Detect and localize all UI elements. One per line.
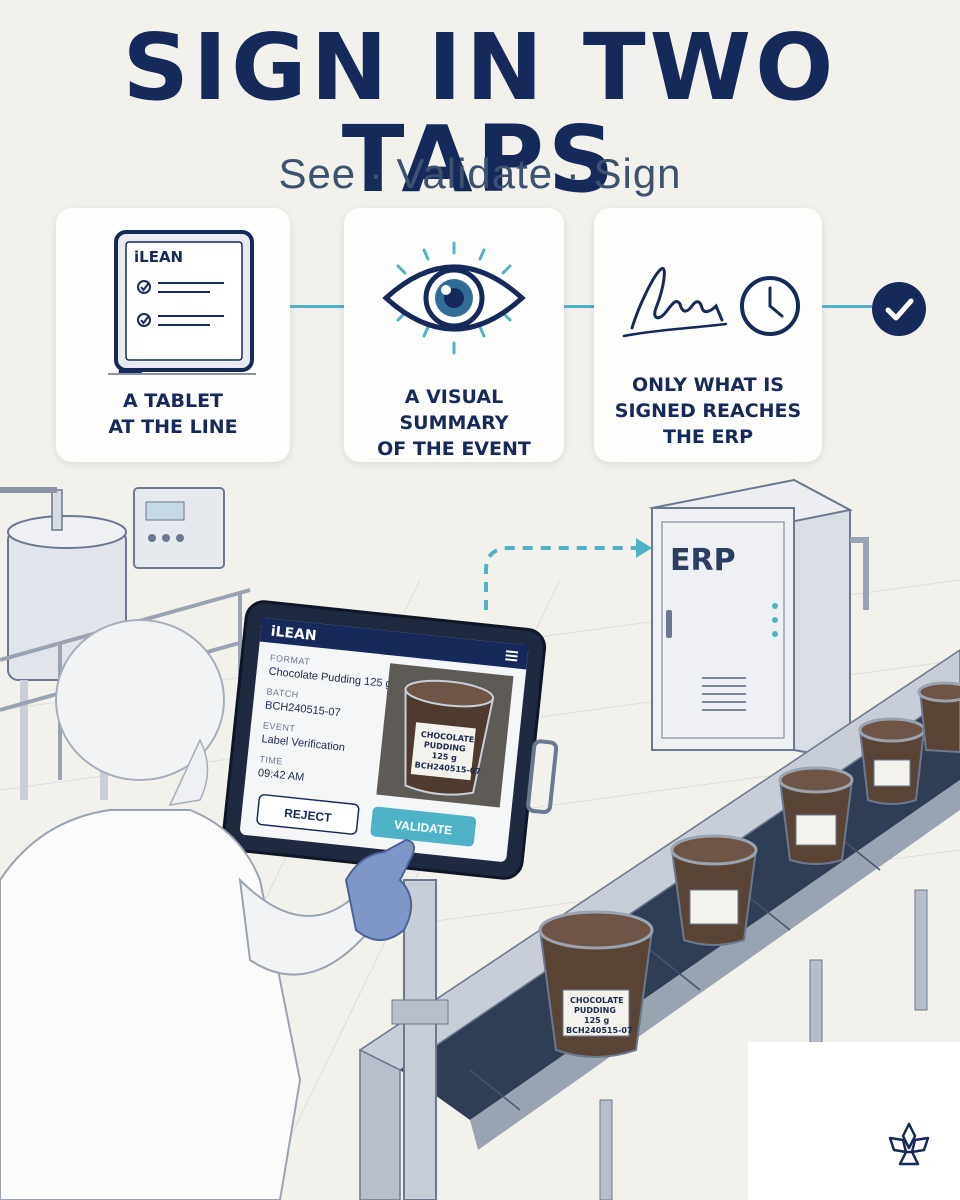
gloved-hand bbox=[344, 838, 415, 941]
step-caption-signature: ONLY WHAT IS SIGNED REACHES THE ERP bbox=[614, 374, 802, 448]
photo-label-line3: 125 g bbox=[431, 751, 457, 763]
step-card-signature: ONLY WHAT IS SIGNED REACHES THE ERP bbox=[594, 208, 822, 462]
pudding-cup bbox=[917, 681, 960, 754]
operator bbox=[0, 619, 415, 1200]
cup-label-code: BCH240515-07 bbox=[566, 1026, 633, 1035]
subhead: See · Validate · Sign bbox=[278, 150, 682, 197]
step-card-eye: A VISUAL SUMMARY OF THE EVENT bbox=[344, 208, 564, 462]
photo-label-line2: PUDDING bbox=[423, 740, 466, 753]
event-label: EVENT bbox=[262, 720, 295, 733]
card-tablet-brand: iLEAN bbox=[134, 248, 183, 266]
pudding-cup: CHOCOLATE PUDDING 125 g BCH240515-07 bbox=[538, 910, 654, 1058]
step-caption-eye: A VISUAL SUMMARY OF THE EVENT bbox=[377, 386, 531, 460]
connector-line bbox=[822, 305, 872, 308]
time-value: 09:42 AM bbox=[257, 767, 304, 784]
format-label: FORMAT bbox=[270, 653, 311, 667]
step-card-tablet: iLEAN A TABLET AT THE LINE bbox=[56, 208, 290, 462]
tablet-brand: iLEAN bbox=[270, 624, 317, 645]
pudding-cup bbox=[858, 717, 926, 805]
reject-button-label: REJECT bbox=[284, 806, 333, 825]
signature-clock-icon bbox=[622, 267, 800, 338]
reject-button[interactable]: REJECT bbox=[256, 794, 360, 835]
step-caption-tablet: A TABLET AT THE LINE bbox=[108, 390, 238, 438]
validate-button[interactable]: VALIDATE bbox=[370, 806, 477, 847]
tablet-device: iLEAN FORMAT Chocolate Pudding 125 g BAT… bbox=[222, 600, 559, 880]
brand-logo-icon bbox=[888, 1122, 930, 1166]
cup-label-line2: PUDDING bbox=[574, 1006, 616, 1015]
validate-button-label: VALIDATE bbox=[393, 818, 452, 838]
headline: SIGN IN TWO TAPS bbox=[122, 14, 838, 213]
cup-label-line3: 125 g bbox=[584, 1016, 609, 1025]
connector-line bbox=[290, 305, 344, 308]
batch-label: BATCH bbox=[266, 686, 299, 699]
product-photo: CHOCOLATE PUDDING 125 g BCH240515-07 bbox=[376, 663, 514, 808]
control-panel bbox=[133, 487, 225, 569]
tablet-checklist-icon: iLEAN bbox=[108, 230, 256, 375]
time-label: TIME bbox=[259, 754, 283, 766]
cup-label-line1: CHOCOLATE bbox=[570, 996, 624, 1005]
factory-scene: ERP CHOCOLA bbox=[0, 478, 960, 1200]
pudding-cup bbox=[670, 834, 758, 946]
connector-line bbox=[564, 305, 594, 308]
menu-icon[interactable] bbox=[505, 650, 519, 662]
erp-cabinet: ERP bbox=[648, 478, 869, 762]
erp-label: ERP bbox=[670, 543, 736, 578]
eye-icon bbox=[382, 241, 526, 355]
corner-panel bbox=[748, 1042, 960, 1200]
checkmark-circle-icon bbox=[872, 282, 926, 336]
pudding-cup bbox=[778, 766, 854, 865]
